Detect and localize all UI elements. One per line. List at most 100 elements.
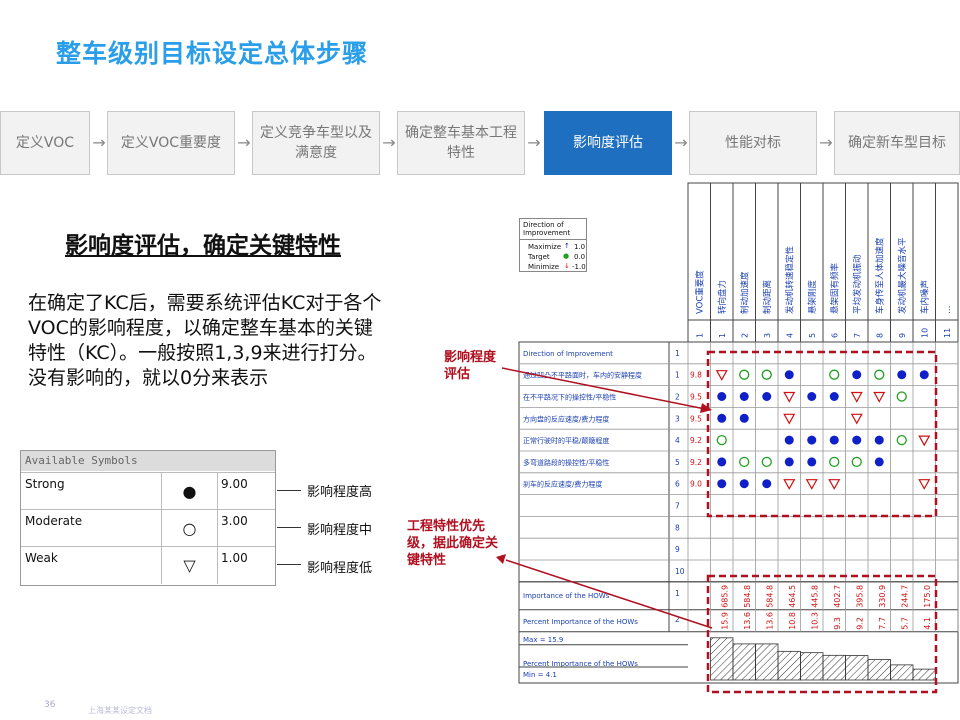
- moderate-symbol-icon: [739, 456, 750, 468]
- impact-highlight-box: [706, 350, 938, 518]
- weak-symbol-icon: [805, 479, 818, 490]
- strong-symbol-icon: [829, 435, 839, 445]
- percent-value: 5.7: [901, 617, 910, 630]
- column-number: 5: [808, 333, 817, 338]
- direction-box-title: Direction of Improvement: [520, 219, 586, 240]
- symbol-name: Moderate: [25, 514, 83, 528]
- column-number: 8: [875, 333, 884, 338]
- process-step-3: 定义竞争车型以及满意度: [252, 111, 380, 175]
- weak-symbol-icon: [783, 391, 796, 403]
- histogram-bar: [822, 654, 846, 681]
- voc-weight: 9.5: [690, 414, 702, 423]
- process-step-4: 确定整车基本工程特性: [397, 111, 525, 175]
- moderate-symbol-icon: [739, 369, 750, 380]
- direction-value: 0.0: [574, 253, 586, 261]
- histogram-bar: [890, 664, 914, 681]
- footer-text: 上海某某设定文档: [88, 706, 152, 715]
- moderate-symbol-icon: [716, 434, 727, 446]
- row-number: 7: [675, 502, 680, 511]
- column-header: 发动机最大噪音水平: [897, 237, 908, 314]
- strong-symbol-icon: [717, 457, 727, 467]
- column-header: 车内噪声: [919, 280, 930, 314]
- row-number: 10: [675, 567, 685, 576]
- direction-value: -1.0: [572, 263, 586, 271]
- percent-value: 10.3: [811, 612, 820, 630]
- column-header: VOC重要度: [694, 270, 705, 314]
- max-label: Max = 15.9: [523, 636, 563, 644]
- strong-symbol-icon: [739, 479, 749, 489]
- importance-value: 445.8: [811, 585, 820, 608]
- row-label: Direction of Improvement: [523, 350, 613, 358]
- strong-symbol-icon: [874, 457, 884, 467]
- column-number: 6: [830, 333, 839, 338]
- importance-value: 584.8: [766, 585, 775, 608]
- symbol-name: Weak: [25, 551, 58, 565]
- column-number: 7: [853, 333, 862, 338]
- histogram-bar: [777, 650, 801, 681]
- direction-label: Minimize: [528, 263, 560, 271]
- row-number: 1: [675, 349, 680, 358]
- moderate-symbol-icon: [829, 456, 840, 468]
- voc-weight: 9.0: [690, 480, 702, 489]
- column-number: 10: [920, 328, 929, 338]
- column-number: 4: [785, 333, 794, 338]
- row-number: 2: [675, 393, 680, 402]
- process-step-6: 性能对标: [689, 111, 817, 175]
- symbol-row-weak: Weak ▽ 1.00: [21, 546, 275, 584]
- direction-label: Target: [528, 253, 550, 261]
- weak-symbol-icon: [715, 370, 728, 381]
- available-symbols-panel: Available Symbols Strong ● 9.00 Moderate…: [20, 450, 276, 586]
- strong-symbol-icon: [874, 435, 884, 445]
- symbol-value: 1.00: [221, 551, 248, 565]
- process-step-2: 定义VOC重要度: [107, 111, 235, 175]
- min-label: Min = 4.1: [523, 671, 557, 679]
- percent-label-2: Percent Importance of the HOWs: [523, 660, 638, 668]
- voc-weight: 9.2: [690, 436, 702, 445]
- symbols-panel-header: Available Symbols: [21, 451, 275, 471]
- arrow-up-icon: ↑: [564, 242, 570, 250]
- row-label: 通过凹凸不平路面时，车内的安静程度: [523, 371, 642, 380]
- step-arrow-icon: →: [382, 133, 396, 152]
- step-arrow-icon: →: [819, 133, 833, 152]
- importance-value: 685.9: [721, 585, 730, 608]
- weak-symbol-icon: [828, 479, 841, 490]
- page-title: 整车级别目标设定总体步骤: [56, 39, 369, 68]
- importance-value: 330.9: [878, 585, 887, 608]
- moderate-symbol-icon: ○: [161, 510, 218, 547]
- moderate-symbol-icon: [896, 391, 907, 402]
- legend-line: [277, 490, 301, 491]
- symbol-name: Strong: [25, 477, 65, 491]
- moderate-symbol-icon: [761, 369, 772, 380]
- row-number: 3: [675, 414, 680, 423]
- strong-symbol-icon: [852, 435, 862, 445]
- legend-high: 影响程度高: [307, 485, 373, 500]
- impact-arrow-line: [501, 367, 711, 411]
- direction-label: Maximize: [528, 243, 562, 251]
- process-step-1: 定义VOC: [0, 111, 90, 175]
- importance-row-number: 1: [675, 589, 680, 598]
- column-number: 2: [740, 333, 749, 338]
- voc-weight: 9.5: [690, 393, 702, 402]
- strong-symbol-icon: [717, 392, 727, 401]
- moderate-symbol-icon: [851, 456, 862, 468]
- weak-symbol-icon: [918, 479, 931, 490]
- legend-medium: 影响程度中: [307, 523, 373, 538]
- strong-symbol-icon: [717, 479, 727, 489]
- column-header: 悬架刚度: [807, 279, 818, 314]
- symbol-row-moderate: Moderate ○ 3.00: [21, 509, 275, 547]
- row-number: 9: [675, 545, 680, 554]
- strong-symbol-icon: [739, 392, 749, 401]
- column-number: 3: [763, 333, 772, 338]
- histogram-bar: [732, 643, 756, 681]
- symbol-value: 9.00: [221, 477, 248, 491]
- column-header: 车身传至人体加速度: [874, 237, 885, 314]
- strong-symbol-icon: [807, 457, 817, 467]
- strong-symbol-icon: [784, 457, 794, 467]
- histogram-bar: [867, 659, 891, 681]
- column-header: 转向盘力: [717, 280, 728, 314]
- step-arrow-icon: →: [674, 133, 688, 152]
- histogram-bar: [800, 652, 824, 681]
- column-header: …: [943, 306, 953, 315]
- column-header: 制动加速度: [739, 271, 750, 314]
